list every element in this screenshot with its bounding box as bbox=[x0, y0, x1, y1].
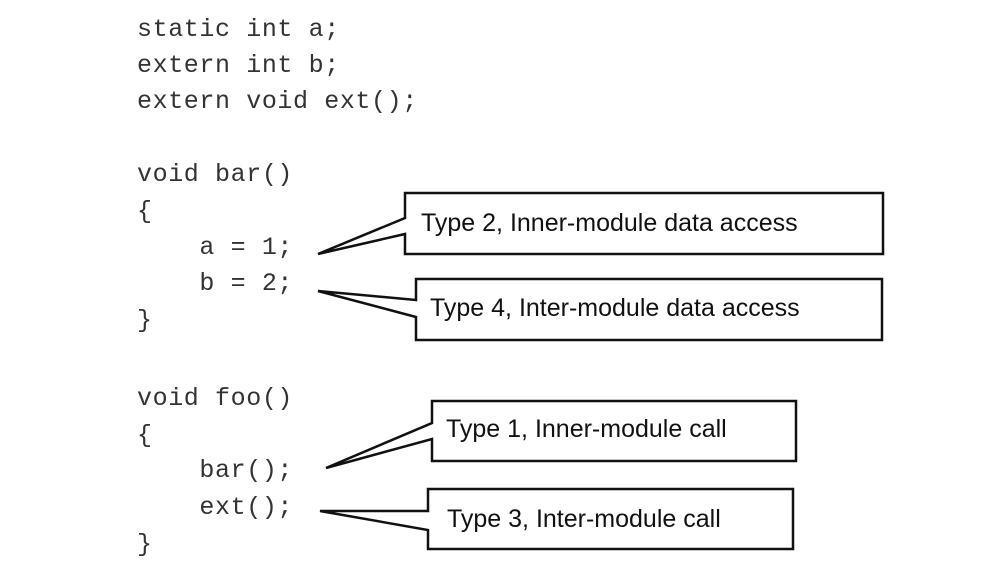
callout-label-type2: Type 2, Inner-module data access bbox=[421, 209, 798, 237]
callout-label-type3: Type 3, Inter-module call bbox=[447, 505, 721, 533]
callout-box-type3 bbox=[319, 487, 795, 551]
code-line-call-ext: ext(); bbox=[137, 493, 294, 522]
callout-label-type1: Type 1, Inner-module call bbox=[446, 415, 727, 443]
code-line-foo-close-brace: } bbox=[137, 530, 153, 559]
callout-box-type2 bbox=[317, 191, 885, 256]
code-line-static-a: static int a; bbox=[137, 15, 340, 44]
code-line-extern-b: extern int b; bbox=[137, 51, 340, 80]
code-line-bar-decl: void bar() bbox=[137, 160, 294, 189]
code-line-extern-ext: extern void ext(); bbox=[137, 87, 418, 116]
code-line-bar-close-brace: } bbox=[137, 306, 153, 335]
code-line-call-bar: bar(); bbox=[137, 456, 294, 485]
code-line-bar-open-brace: { bbox=[137, 197, 153, 226]
callout-box-type4 bbox=[317, 277, 884, 342]
code-line-assign-b: b = 2; bbox=[137, 269, 294, 298]
code-line-assign-a: a = 1; bbox=[137, 233, 294, 262]
callout-box-type1 bbox=[325, 399, 798, 470]
code-line-foo-open-brace: { bbox=[137, 421, 153, 450]
callout-label-type4: Type 4, Inter-module data access bbox=[430, 294, 800, 322]
code-line-foo-decl: void foo() bbox=[137, 384, 294, 413]
